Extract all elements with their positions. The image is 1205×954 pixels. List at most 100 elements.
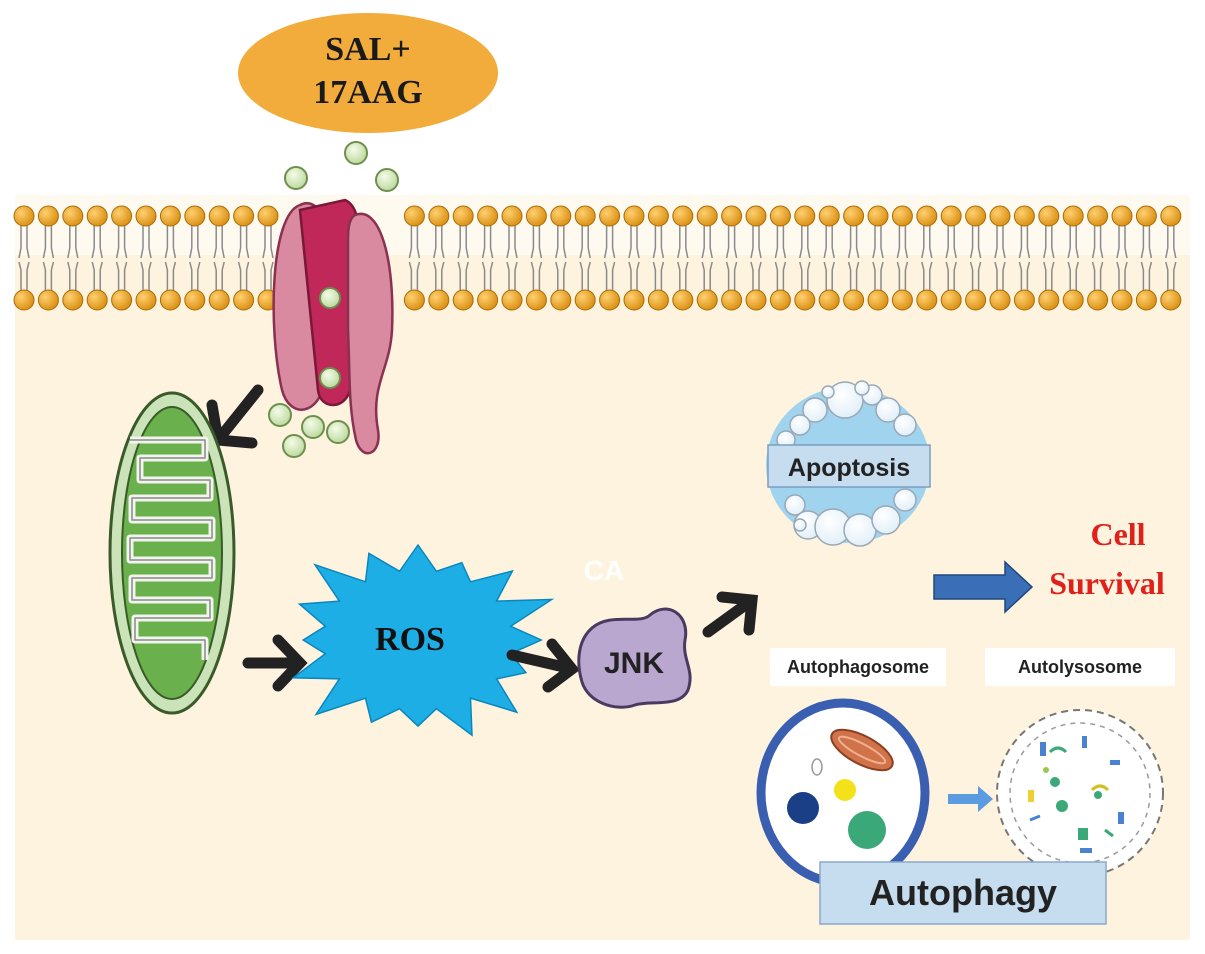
lipid-head	[208, 289, 230, 311]
apoptotic-bleb	[789, 414, 811, 436]
extracellular-band	[15, 195, 1190, 255]
autophagy-label-box	[819, 861, 1107, 925]
lipid-head	[452, 205, 474, 227]
lipid-head	[867, 205, 889, 227]
lipid-head	[1038, 289, 1060, 311]
apoptotic-bleb	[802, 397, 828, 423]
lipid-head	[1135, 289, 1157, 311]
lipid-head	[696, 289, 718, 311]
lipid-head	[721, 205, 743, 227]
apoptotic-bleb	[784, 494, 806, 516]
lipid-head	[86, 205, 108, 227]
drug-line1: SAL+	[325, 31, 411, 68]
apoptotic-bleb	[871, 505, 901, 535]
apoptotic-bleb	[854, 380, 870, 396]
lipid-head	[550, 205, 572, 227]
lipid-head	[1087, 205, 1109, 227]
lipid-head	[623, 205, 645, 227]
lipid-head	[37, 205, 59, 227]
lipid-head	[501, 289, 523, 311]
apoptotic-bleb	[821, 385, 835, 399]
jnk-blob	[577, 607, 692, 709]
autolysosome-membrane	[996, 709, 1164, 877]
membrane-channel	[272, 198, 394, 455]
lipid-head	[843, 205, 865, 227]
lipid-head	[745, 205, 767, 227]
lipid-head	[623, 289, 645, 311]
lipid-head	[159, 289, 181, 311]
lipid-head	[989, 205, 1011, 227]
mitochondrion	[108, 391, 236, 715]
drug-label: SAL+ 17AAG	[238, 13, 498, 133]
molecule	[319, 287, 341, 309]
cell-survival-line2: Survival	[1049, 565, 1165, 601]
lipid-head	[135, 205, 157, 227]
autolysosome-label: Autolysosome	[1018, 657, 1142, 677]
digested-debris	[1029, 814, 1041, 822]
cell-membrane	[13, 205, 1182, 311]
lipid-head	[135, 289, 157, 311]
digested-debris	[1082, 736, 1087, 748]
digested-debris	[1043, 767, 1049, 773]
lipid-head	[818, 289, 840, 311]
lipid-head	[672, 289, 694, 311]
digested-debris	[1028, 790, 1034, 802]
digested-debris	[1040, 742, 1046, 756]
lipid-head	[818, 205, 840, 227]
lipid-head	[550, 289, 572, 311]
lipid-head	[647, 205, 669, 227]
autolysosome-label-box	[985, 648, 1175, 686]
lipid-head	[525, 205, 547, 227]
lipid-head	[428, 205, 450, 227]
lipid-head	[1111, 205, 1133, 227]
lipid-head	[769, 205, 791, 227]
digested-debris	[1118, 812, 1124, 824]
molecule	[375, 168, 399, 192]
drug-molecules-outside	[284, 141, 399, 192]
lipid-head	[940, 205, 962, 227]
lipid-head	[599, 205, 621, 227]
lipid-head	[477, 205, 499, 227]
lipid-head	[721, 289, 743, 311]
organelle-green	[848, 811, 886, 849]
digested-debris	[1050, 777, 1060, 787]
lipid-head	[62, 289, 84, 311]
molecule	[282, 434, 306, 458]
lipid-head	[1038, 205, 1060, 227]
lipid-head	[769, 289, 791, 311]
lipid-head	[794, 205, 816, 227]
digested-debris	[1110, 760, 1120, 765]
lipid-head	[989, 289, 1011, 311]
autolysosome	[996, 709, 1164, 877]
lipid-head	[574, 205, 596, 227]
lipid-head	[403, 205, 425, 227]
drug-line2: 17AAG	[313, 74, 423, 111]
lipid-head	[477, 289, 499, 311]
lipid-head	[794, 289, 816, 311]
apoptotic-bleb	[875, 397, 901, 423]
apoptosis-label-box	[767, 444, 931, 488]
lipid-head	[1160, 289, 1182, 311]
lipid-head	[62, 205, 84, 227]
lipid-head	[208, 205, 230, 227]
lipid-head	[696, 205, 718, 227]
survival-arrow	[933, 560, 1034, 614]
arrow-to-mitochondrion	[206, 384, 264, 449]
lipid-head	[233, 289, 255, 311]
ros-label: ROS	[375, 621, 445, 658]
lipid-head	[1135, 205, 1157, 227]
lipid-head	[916, 205, 938, 227]
lipid-head	[965, 205, 987, 227]
vesicle	[811, 758, 823, 776]
molecule	[319, 367, 341, 389]
lipid-head	[1013, 289, 1035, 311]
lipid-head	[1062, 289, 1084, 311]
autolysosome-arrow	[948, 786, 993, 812]
arrow-to-jnk	[506, 638, 580, 693]
lipid-head	[13, 205, 35, 227]
lipid-head	[1111, 289, 1133, 311]
lipid-head	[403, 289, 425, 311]
apoptotic-bleb	[893, 488, 917, 512]
lipid-head	[1160, 205, 1182, 227]
